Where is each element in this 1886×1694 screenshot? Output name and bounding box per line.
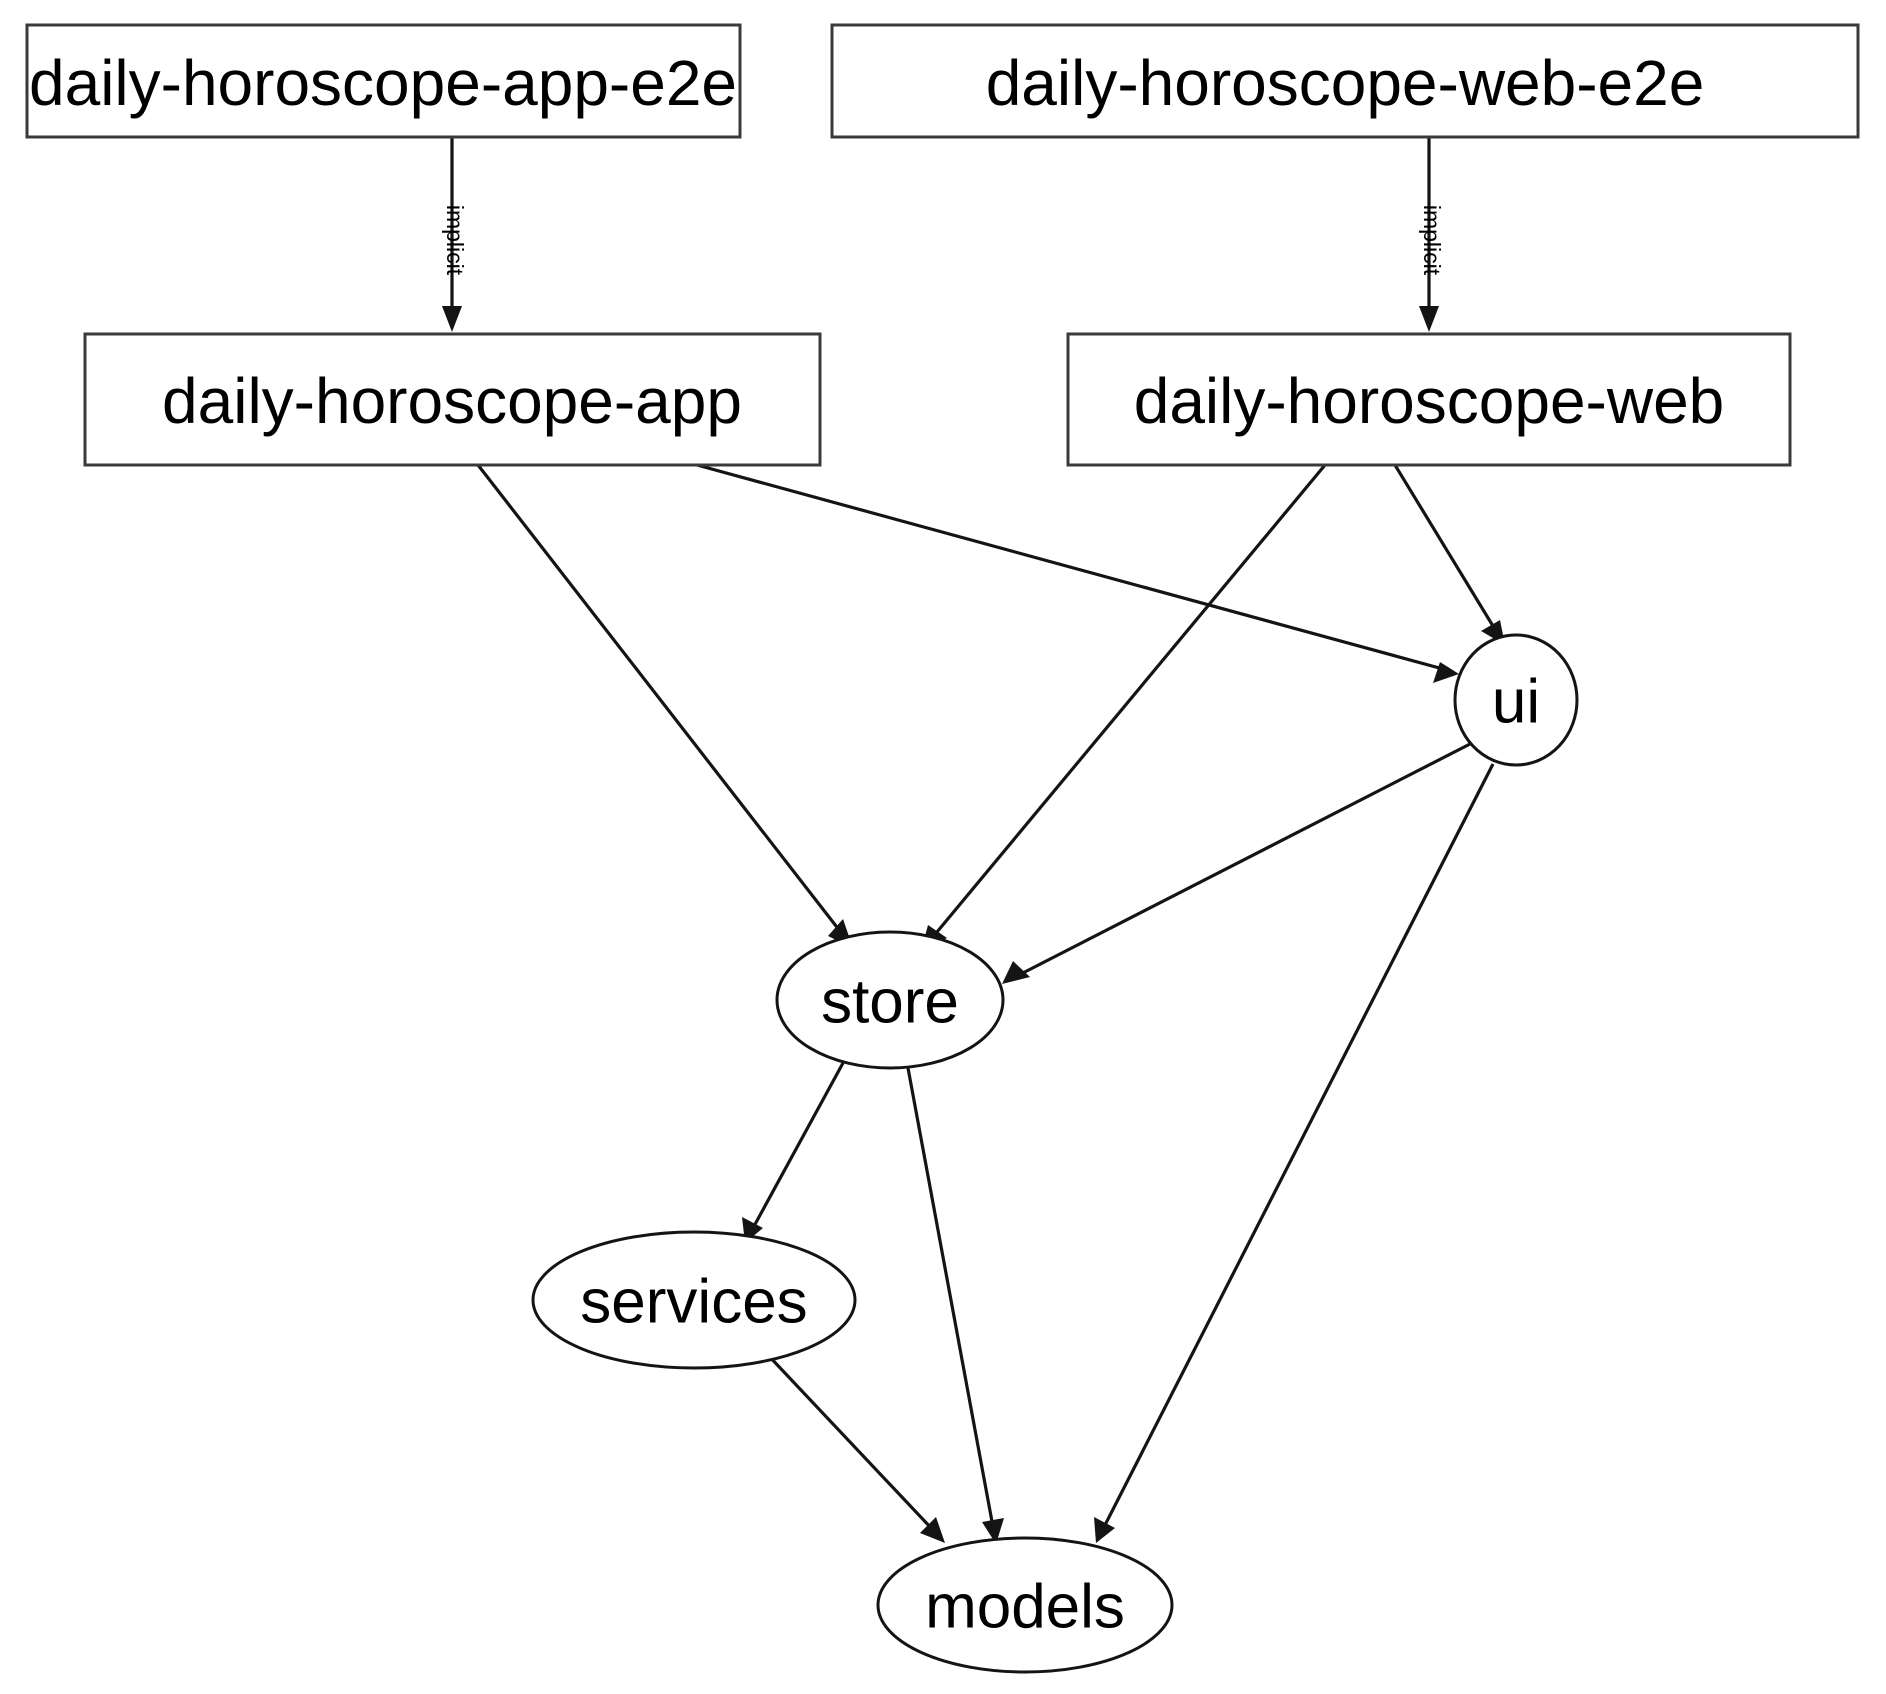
node-label: daily-horoscope-app — [162, 365, 742, 437]
edge-line — [1016, 742, 1471, 978]
graph-node-daily-horoscope-app-e2e[interactable]: daily-horoscope-app-e2e — [25, 23, 742, 139]
edge-arrowhead-icon — [982, 1518, 1004, 1544]
edge-line — [1102, 763, 1495, 1528]
edge-line — [476, 464, 845, 936]
graph-edge[interactable] — [765, 1352, 945, 1543]
graph-node-store[interactable]: store — [775, 930, 1005, 1070]
edge-line — [765, 1352, 935, 1532]
graph-node-daily-horoscope-app[interactable]: daily-horoscope-app — [83, 332, 822, 467]
graph-edge[interactable] — [1094, 763, 1495, 1543]
edge-line — [696, 463, 1444, 671]
edge-arrowhead-icon — [1094, 1517, 1115, 1543]
node-rect-shape — [25, 23, 742, 139]
graph-node-daily-horoscope-web-e2e[interactable]: daily-horoscope-web-e2e — [830, 23, 1860, 139]
graph-node-models[interactable]: models — [876, 1536, 1174, 1674]
edge-arrowhead-icon — [1433, 662, 1459, 683]
edge-arrowhead-icon — [442, 306, 462, 332]
edge-line — [751, 1062, 845, 1229]
node-ellipse-shape — [531, 1230, 857, 1370]
edges-layer: implicit implicit — [442, 137, 1505, 1544]
edge-arrowhead-icon — [920, 1517, 945, 1543]
edge-line — [906, 1067, 995, 1528]
graph-edge[interactable] — [696, 463, 1459, 683]
graph-edge[interactable] — [906, 1067, 1004, 1544]
graph-edge[interactable]: implicit — [442, 137, 468, 332]
graph-edge[interactable] — [1393, 464, 1505, 645]
graph-node-services[interactable]: services — [531, 1230, 857, 1370]
edge-arrowhead-icon — [1419, 306, 1439, 332]
nodes-layer: daily-horoscope-app-e2e daily-horoscope-w… — [25, 23, 1860, 1674]
graph-edge[interactable]: implicit — [1419, 137, 1445, 332]
graph-edge[interactable] — [742, 1062, 845, 1243]
edge-arrowhead-icon — [1002, 961, 1030, 984]
node-label: daily-horoscope-web-e2e — [986, 47, 1705, 119]
node-rect-shape — [830, 23, 1860, 139]
node-label: ui — [1492, 668, 1540, 737]
edge-line — [930, 463, 1327, 940]
node-label: daily-horoscope-app-e2e — [29, 47, 737, 119]
node-ellipse-shape — [876, 1536, 1174, 1674]
graph-edge[interactable] — [476, 464, 853, 948]
edge-label: implicit — [1419, 205, 1445, 276]
node-ellipse-shape — [1453, 633, 1579, 767]
node-label: services — [580, 1268, 807, 1337]
graph-edge[interactable] — [921, 463, 1327, 951]
graph-node-daily-horoscope-web[interactable]: daily-horoscope-web — [1066, 332, 1792, 467]
node-label: models — [925, 1573, 1125, 1642]
graph-edge[interactable] — [1002, 742, 1471, 984]
node-rect-shape — [1066, 332, 1792, 467]
node-rect-shape — [83, 332, 822, 467]
edge-line — [1393, 464, 1498, 632]
edge-label: implicit — [442, 205, 468, 276]
node-label: store — [821, 968, 959, 1037]
node-ellipse-shape — [775, 930, 1005, 1070]
graph-node-ui[interactable]: ui — [1453, 633, 1579, 767]
node-label: daily-horoscope-web — [1134, 365, 1725, 437]
